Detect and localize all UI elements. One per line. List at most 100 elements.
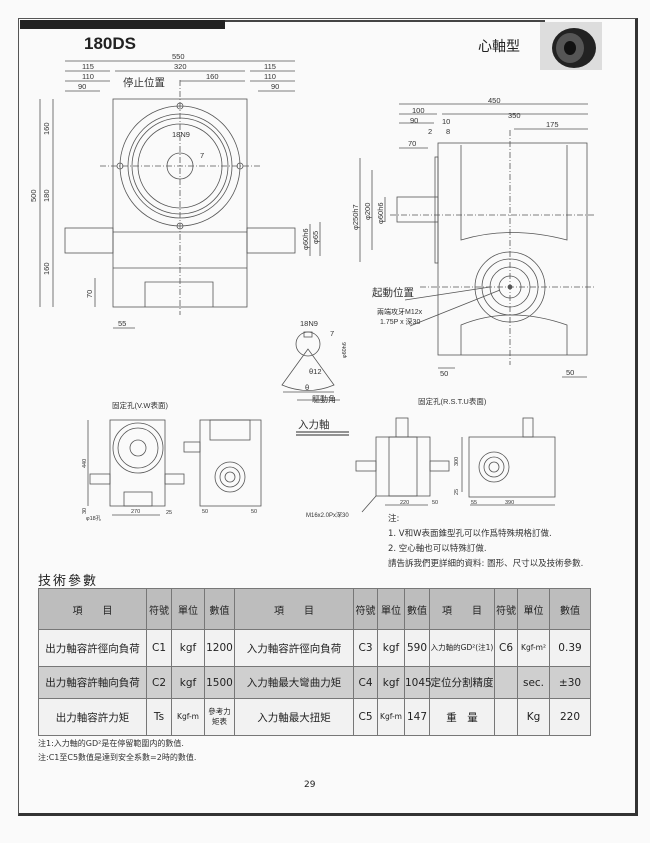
dim-25: 25 [166,510,172,516]
cell: kgf [377,629,405,667]
dim-phi65: φ65 [311,231,320,244]
cell: Kgf-m [377,698,405,736]
dim-phi200: φ200 [363,203,372,220]
keyway-theta12: θ12 [309,367,322,376]
header-line [225,20,545,22]
cell: 147 [404,698,430,736]
dim-55: 55 [471,500,477,506]
col-symbol: 符號 [494,588,518,630]
cell: ±30 [549,666,591,699]
col-symbol: 符號 [146,588,172,630]
cell: C4 [353,666,378,699]
dim-50-left: 50 [440,369,448,378]
cell: C2 [146,666,172,699]
cell: 入力軸最大扭矩 [234,698,354,736]
dim-25: 25 [454,489,460,495]
col-unit: 單位 [517,588,550,630]
dim-160: 160 [206,72,219,81]
spec-title: 技術參數 [38,574,99,589]
dim-30: 30 [82,508,88,514]
dim-50: 50 [432,500,438,506]
dim-160-bottom: 160 [42,262,51,275]
key-label: 18N9 [172,130,190,139]
cell: 入力軸的GD²(注1) [429,629,495,667]
dim-90-left: 90 [78,82,86,91]
dim-270: 270 [131,509,140,515]
cell: 1200 [204,629,235,667]
cell: 出力軸容許力矩 [38,698,147,736]
tap-note-line1: 兩端攻牙M12x [377,307,423,316]
type-label: 心軸型 [478,39,520,55]
col-unit: 單位 [377,588,405,630]
dim-115-left: 115 [82,62,94,71]
cell: 出力軸容許徑向負荷 [38,629,147,667]
drive-angle-label: 驅動角 [312,394,336,404]
col-unit: 單位 [171,588,205,630]
dim-160-top: 160 [42,122,51,135]
col-value: 數值 [204,588,235,630]
cell: sec. [517,666,550,699]
cell: kgf [377,666,405,699]
page-frame [18,18,638,816]
cell: 0.39 [549,629,591,667]
col-value: 數值 [549,588,591,630]
start-position-label: 起動位置 [372,286,414,299]
dim-90: 90 [410,116,418,125]
mount-rstu-drawings [355,417,556,513]
dim-550: 550 [172,52,185,61]
side-view-drawing [359,103,595,378]
dim-70: 70 [85,290,94,298]
stop-position-label: 停止位置 [123,76,165,89]
cell: kgf [171,666,205,699]
cell: 重 量 [429,698,495,736]
keyway-key: 18N9 [300,319,318,328]
dim-500: 500 [29,189,38,202]
dim-390: 390 [505,500,514,506]
cell: 220 [549,698,591,736]
cell [494,698,518,736]
header-bar [20,20,225,29]
dim-phi60h6: φ60h6 [301,228,310,250]
dim-100: 100 [412,106,425,115]
cell: Kg [517,698,550,736]
cell: C3 [353,629,378,667]
footnote: 注1:入力軸的GD²是在停留範圍内的數值. [38,739,184,748]
cell: C1 [146,629,172,667]
product-image [540,22,602,70]
dim-350: 350 [508,111,521,120]
dim-50-b: 50 [251,509,257,515]
cell: Kgf-m [171,698,205,736]
notes-title: 注: [388,514,400,524]
mount-vw-title: 固定孔(V.W表面) [112,400,168,410]
dim-440: 440 [82,459,88,468]
col-item: 項 目 [429,588,495,630]
cell: kgf [171,629,205,667]
dim-175: 175 [546,120,559,129]
hole-dia: φ18孔 [86,514,102,522]
cell: 入力軸最大彎曲力矩 [234,666,354,699]
keyway-detail-drawing [281,331,349,436]
note-item: 2. 空心軸也可以特殊訂做. [388,544,487,554]
cell: 參考力矩表 [204,698,235,736]
dim-2: 2 [428,127,432,136]
key-depth: 7 [200,151,204,160]
model-title: 180DS [84,34,136,53]
keyway-depth: 7 [330,329,334,338]
cell: C5 [353,698,378,736]
dim-300: 300 [454,457,460,466]
dim-110-right: 110 [264,72,276,81]
input-shaft-label: 入力軸 [298,418,330,431]
spec-table: 項 目 符號 單位 數值 項 目 符號 單位 數值 項 目 符號 單位 數值 出… [38,588,591,736]
footnote: 注:C1至C5數值是達到安全系數=2時的數值. [38,753,197,762]
note-item: 1. V和W表面錐型孔可以作爲特殊規格訂做. [388,529,552,539]
cell: 1045 [404,666,432,699]
cell: 入力軸容許徑向負荷 [234,629,354,667]
dim-8: 8 [446,127,450,136]
page-number: 29 [304,780,316,790]
mount-vw-drawings [87,419,262,516]
mount-rstu-title: 固定孔(R.S.T.U表面) [418,396,487,406]
dim-220: 220 [400,500,409,506]
